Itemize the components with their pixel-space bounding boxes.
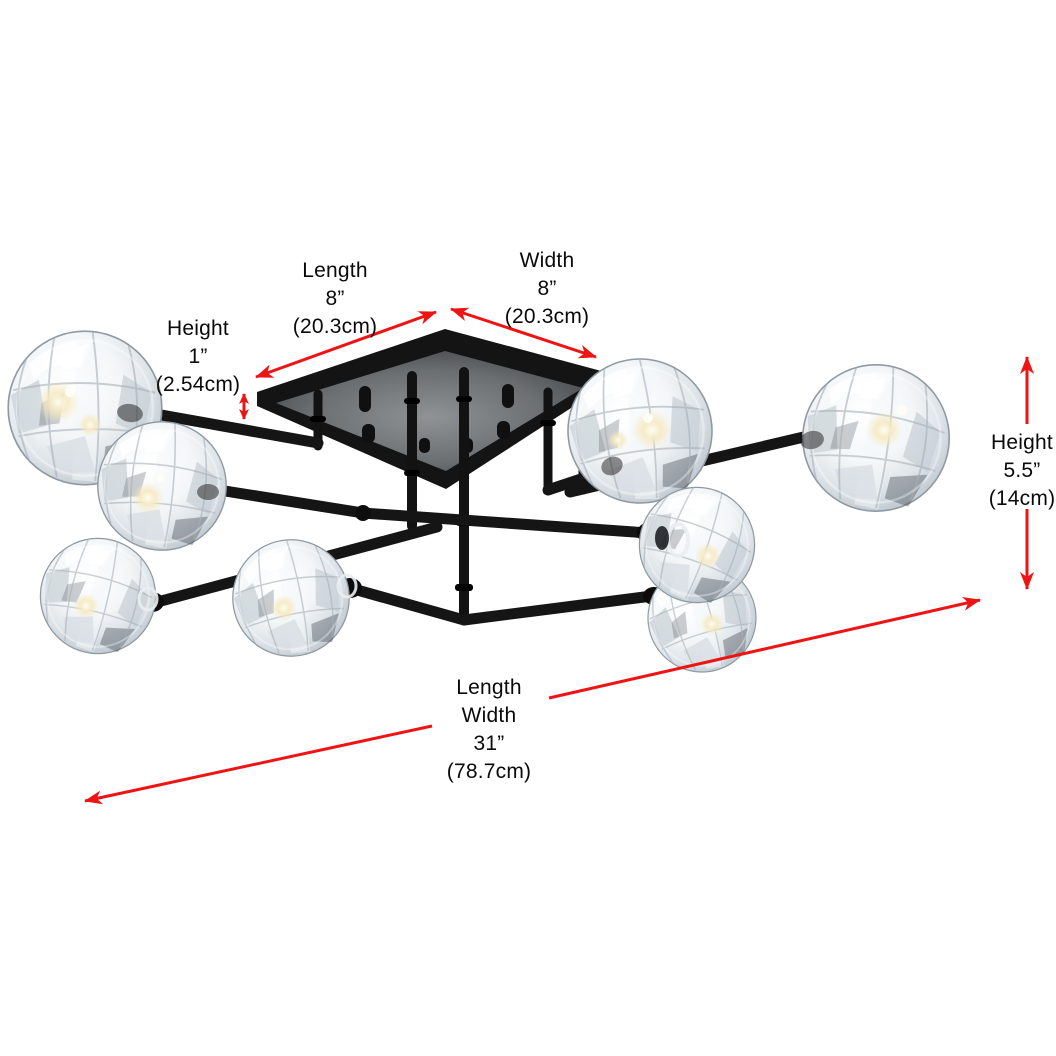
dim-span-total: Length Width 31” (78.7cm) [399,674,579,786]
length-top-arrow [255,310,437,379]
dim-span-total-name2: Width [461,704,517,727]
dim-height-fixture-name: Height [991,431,1053,454]
dim-width-top-metric: (20.3cm) [504,305,590,328]
crystal-globe-lower-right-front [622,470,772,620]
dim-width-top-imperial: 8” [537,277,557,300]
dim-height-canopy-metric: (2.54cm) [155,373,241,396]
arm-joint-knob [355,505,371,521]
dim-length-top-metric: (20.3cm) [292,315,378,338]
canopy-plate [257,329,605,489]
crystal-globe-far-right [792,354,960,522]
width-top-arrow [450,307,597,359]
dim-span-total-name1: Length [456,676,522,699]
arm-cross-right [357,507,654,539]
crystal-globe-lower-left [27,525,169,667]
dim-length-top-imperial: 8” [325,287,345,310]
dim-width-top-name: Width [519,249,575,272]
arm-mid-left [219,485,369,519]
dim-height-canopy-name: Height [167,317,229,340]
dim-height-fixture-metric: (14cm) [988,487,1056,510]
dim-span-total-imperial: 31” [473,732,505,755]
mounting-slots [359,384,514,453]
dimension-arrows [84,307,1034,805]
dim-height-canopy: Height 1” (2.54cm) [118,315,278,399]
crystal-globe-bottom-left [222,529,360,667]
crystal-globe-mid-left [90,414,234,558]
arm-upper-left [144,407,324,449]
crystal-globes [6,329,960,686]
dim-length-top-name: Length [302,259,368,282]
span-arrow-left [84,724,433,805]
crystal-globe-lower-right-back [634,550,770,686]
dim-height-canopy-imperial: 1” [188,345,208,368]
dim-height-fixture-imperial: 5.5” [1003,459,1041,482]
dim-length-top: Length 8” (20.3cm) [250,257,420,341]
dim-width-top: Width 8” (20.3cm) [467,247,627,331]
dim-height-fixture: Height 5.5” (14cm) [957,429,1056,513]
crystal-globe-upper-left [6,329,164,487]
arm-bottom-left [344,582,470,626]
crystal-globe-right-large [559,350,721,512]
span-arrow-right [548,596,981,700]
arm-bottom-right [458,590,658,626]
dim-span-total-metric: (78.7cm) [446,760,532,783]
